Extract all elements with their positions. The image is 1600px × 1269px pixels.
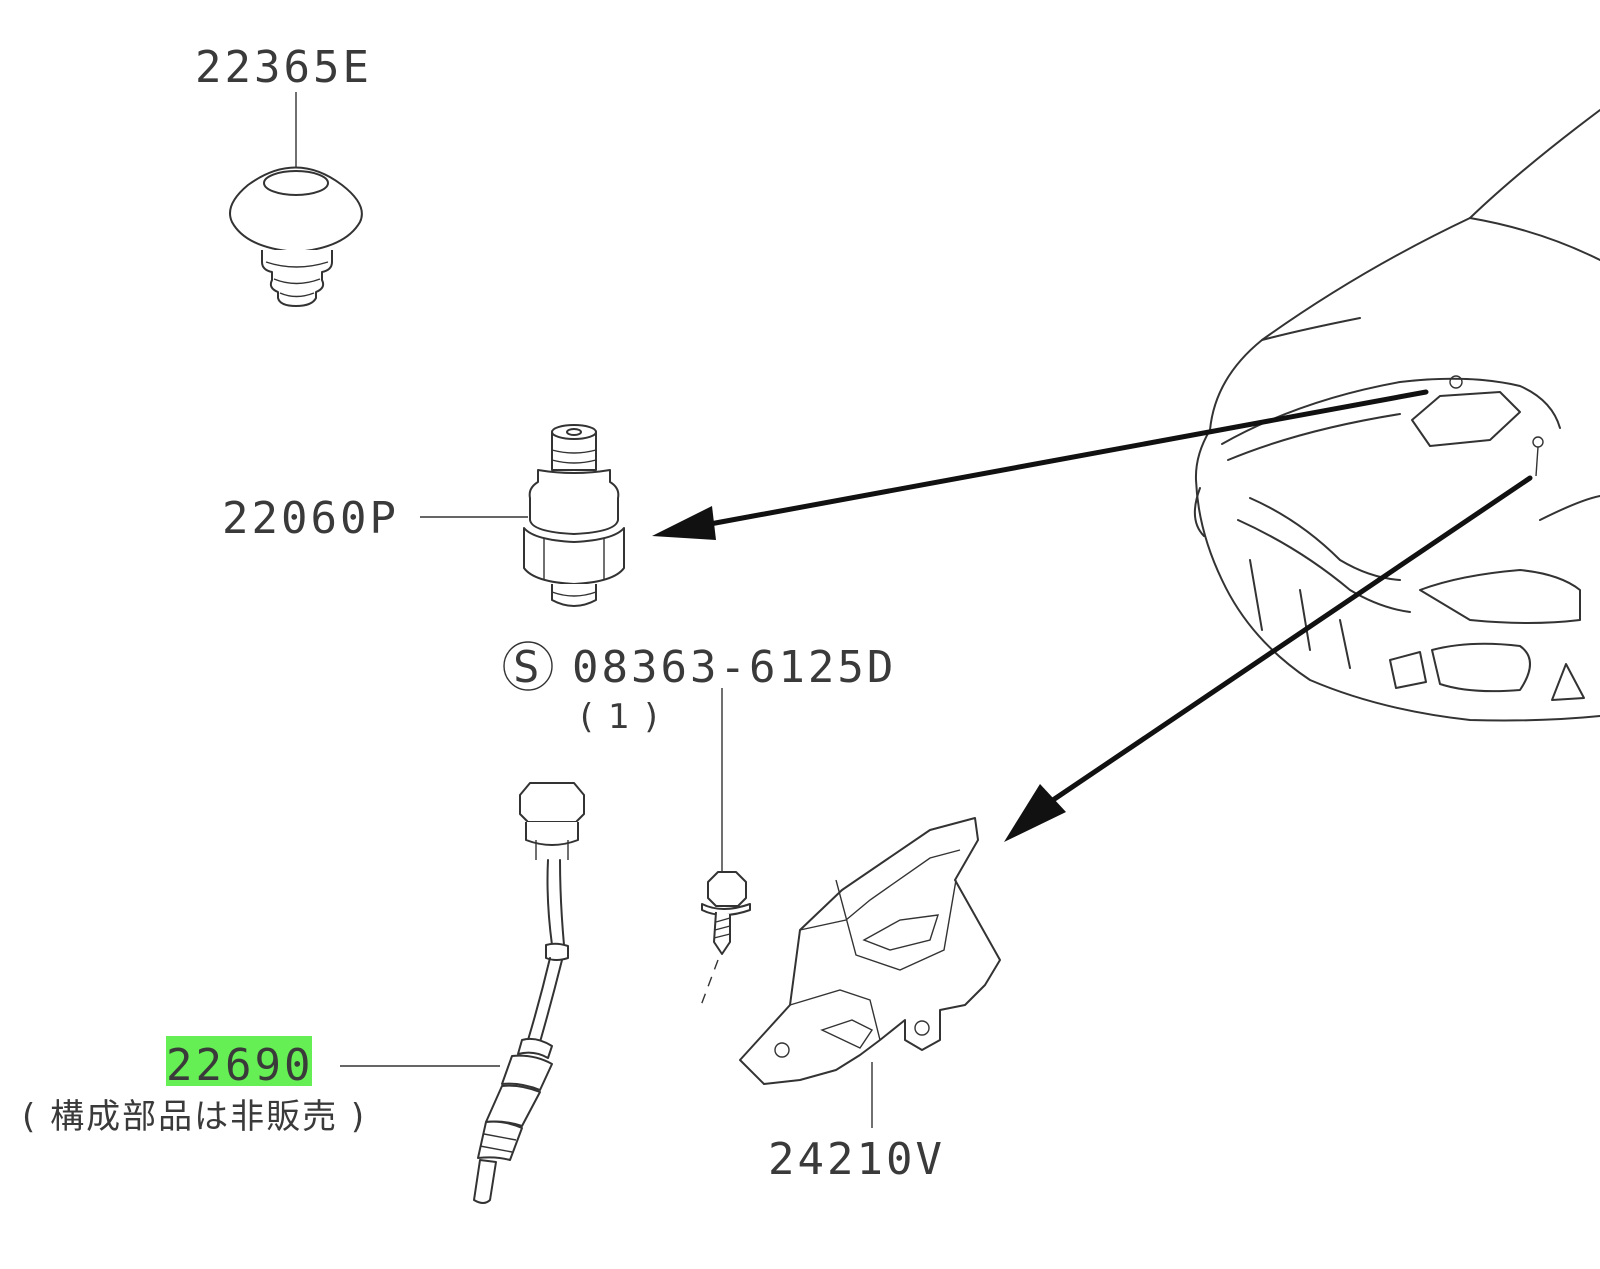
- pressure-switch-part: [420, 424, 625, 607]
- vehicle-location-illustration: [1193, 109, 1600, 722]
- bolt-symbol-letter: S: [513, 642, 543, 693]
- part-number-highlight: [166, 1036, 312, 1086]
- bump-stop-part: [229, 92, 363, 307]
- bolt-part: [699, 688, 751, 1009]
- part-note-not-sold-separately: ( 構成部品は非販売 ): [22, 1097, 366, 1137]
- part-number-08363-6125D: 08363-6125D: [572, 642, 896, 693]
- bolt-callout-symbol: S: [503, 641, 553, 693]
- bracket-part: [739, 817, 1001, 1128]
- part-number-22690: 22690: [166, 1040, 313, 1091]
- arrow-to-bracket: [1004, 475, 1533, 842]
- oxygen-sensor-part: [340, 782, 585, 1204]
- part-number-22060P: 22060P: [222, 493, 399, 544]
- bolt-quantity: ( 1 ): [580, 697, 660, 737]
- part-number-24210V: 24210V: [768, 1134, 945, 1185]
- part-number-22365E: 22365E: [195, 42, 372, 93]
- arrow-to-pressure-switch: [652, 389, 1429, 540]
